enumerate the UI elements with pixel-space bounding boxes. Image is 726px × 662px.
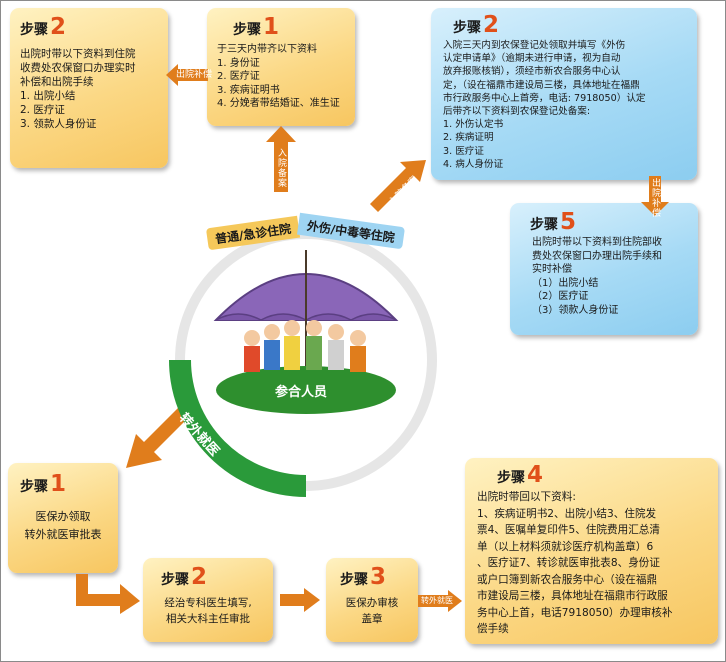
detail-line: 经治专科医生填写, [164,597,252,609]
step-heading: 步骤 3 [340,566,418,589]
arrow-admit-right [370,160,426,212]
step-heading: 步骤 2 [20,16,168,39]
detail-line: 认定申请单》（逾期未进行申请，视为自动 [443,53,621,65]
step-word: 步骤 [530,217,558,233]
step-number: 2 [50,14,67,40]
step-word: 步骤 [453,20,481,36]
step-details: 于三天内带齐以下资料 1. 身份证 2. 医疗证 3. 疾病证明书 4. 分娩者… [217,43,355,111]
step-details: 出院时带回以下资料: 1、疾病证明书2、出院小结3、住院发 票4、医嘱单复印件5… [477,489,718,638]
step-box-bottom-3: 步骤 3 医保办审核 盖章 [326,558,418,642]
detail-line: 定，（设在福鼎市建设局三楼，具体地址在福鼎 [443,79,640,91]
detail-line: 实时补偿 [532,264,572,275]
arrow-label-discharge-right: 出院补偿 [650,178,660,218]
detail-line: 相关大科主任审批 [166,613,250,625]
detail-line: 2. 医疗证 [217,71,260,82]
crowd-group [244,320,366,372]
arrow-label-discharge-left: 出院补偿 [176,70,213,80]
detail-line: 4. 病人身份证 [443,158,504,170]
detail-line: 1. 身份证 [217,57,260,69]
step-word: 步骤 [497,470,525,486]
step-number: 5 [560,209,577,235]
step-details: 出院时带以下资料到住院部收 费处农保窗口办理出院手续和 实时补偿 （1）出院小结… [522,236,698,317]
arrow-step3-to-step4 [418,590,462,612]
arrow-discharge-left [166,64,208,86]
step-number: 1 [50,471,67,497]
arrow-discharge-right [641,176,669,216]
detail-line: 市行政服务中心上首旁，电话: 7918050）认定 [443,92,646,104]
detail-line: 市建设局三楼，具体地址在福鼎市行政服 [477,590,668,602]
detail-line: 放弃报账核销），须经市新农合服务中心认 [443,66,621,78]
detail-line: 1. 出院小结 [20,90,76,102]
step-number: 4 [527,462,544,488]
step-details: 医保办审核 盖章 [326,595,418,627]
detail-line: 2. 疾病证明 [443,132,494,144]
arrow-label-transfer-small: 转外就医 [421,596,453,605]
step-heading: 步骤 4 [477,464,718,487]
step-number: 1 [263,14,280,40]
detail-line: 后带齐以下资料到农保登记处备案: [443,106,591,118]
step-word: 步骤 [161,572,189,588]
detail-line: 票4、医嘱单复印件5、住院费用汇总清 [477,524,660,536]
detail-line: 、医疗证7、转诊就医审批表8、身份证 [477,557,660,569]
arrow-admit-middle [266,126,296,192]
detail-line: 务中心上首，电话7918050）办理审核补 [477,606,673,619]
step-box-top-middle: 步骤 1 于三天内带齐以下资料 1. 身份证 2. 医疗证 3. 疾病证明书 4… [207,8,355,126]
step-box-top-left: 步骤 2 出院时带以下资料到住院 收费处农保窗口办理实时 补偿和出院手续 1. … [10,8,168,168]
detail-line: （2）医疗证 [532,291,589,302]
detail-line: 1. 外伤认定书 [443,119,504,131]
step-heading: 步骤 1 [20,473,118,496]
step-heading: 步骤 2 [161,566,273,589]
detail-line: 2. 医疗证 [20,104,65,116]
detail-line: 3. 领款人身份证 [20,118,97,130]
participants-label: 参合人员 [275,385,328,400]
detail-line: 医保办审核 [345,597,399,609]
detail-line: 费处农保窗口办理出院手续和 [532,250,662,262]
step-heading: 步骤 5 [522,211,698,234]
step-number: 3 [370,564,387,590]
arrow-elbow [76,574,140,614]
step-word: 步骤 [20,22,48,38]
step-details: 出院时带以下资料到住院 收费处农保窗口办理实时 补偿和出院手续 1. 出院小结 … [20,47,168,131]
step-box-mid-right: 步骤 5 出院时带以下资料到住院部收 费处农保窗口办理出院手续和 实时补偿 （1… [510,203,698,335]
detail-line: 1、疾病证明书2、出院小结3、住院发 [477,507,657,520]
step-word: 步骤 [20,479,48,495]
detail-line: 3. 医疗证 [443,145,484,157]
arrow-label-admit-middle: 入院备案 [276,148,286,188]
step-details: 入院三天内到农保登记处领取并填写《外伤 认定申请单》（逾期未进行申请，视为自动 … [443,39,697,171]
detail-line: 盖章 [361,613,383,625]
arrow-transfer-down-left [126,406,190,468]
central-ring [169,229,437,497]
detail-line: 偿手续 [477,623,509,635]
step-box-top-right: 步骤 2 入院三天内到农保登记处领取并填写《外伤 认定申请单》（逾期未进行申请，… [431,8,697,180]
detail-line: 转外就医审批表 [24,528,102,541]
detail-line: 补偿和出院手续 [20,76,94,88]
step-details: 医保办领取 转外就医审批表 [8,508,118,544]
step-word: 步骤 [340,572,368,588]
detail-line: 于三天内带齐以下资料 [217,44,317,55]
step-box-bottom-right: 步骤 4 出院时带回以下资料: 1、疾病证明书2、出院小结3、住院发 票4、医嘱… [465,458,718,644]
detail-line: 收费处农保窗口办理实时 [20,62,136,74]
detail-line: 单（以上材料须就诊医疗机构盖章）6 [477,540,654,553]
detail-line: 出院时带以下资料到住院部收 [532,237,662,248]
detail-line: 医保办领取 [35,510,91,523]
detail-line: 出院时带回以下资料: [477,491,576,503]
step-heading: 步骤 1 [217,16,355,39]
step-word: 步骤 [233,22,261,38]
step-heading: 步骤 2 [443,14,697,37]
step-details: 经治专科医生填写, 相关大科主任审批 [143,595,273,627]
detail-line: （3）领款人身份证 [532,304,619,316]
detail-line: 或户口簿到新农合服务中心（设在福鼎 [477,573,658,586]
step-number: 2 [483,12,500,38]
detail-line: 4. 分娩者带结婚证、准生证 [217,98,340,109]
step-box-bottom-left: 步骤 1 医保办领取 转外就医审批表 [8,463,118,573]
step-number: 2 [191,564,208,590]
detail-line: 入院三天内到农保登记处领取并填写《外伤 [443,40,626,51]
detail-line: 出院时带以下资料到住院 [20,48,136,60]
detail-line: 3. 疾病证明书 [217,84,280,96]
arrow-step2-to-step3 [280,588,320,612]
step-box-bottom-2: 步骤 2 经治专科医生填写, 相关大科主任审批 [143,558,273,642]
detail-line: （1）出院小结 [532,277,599,289]
